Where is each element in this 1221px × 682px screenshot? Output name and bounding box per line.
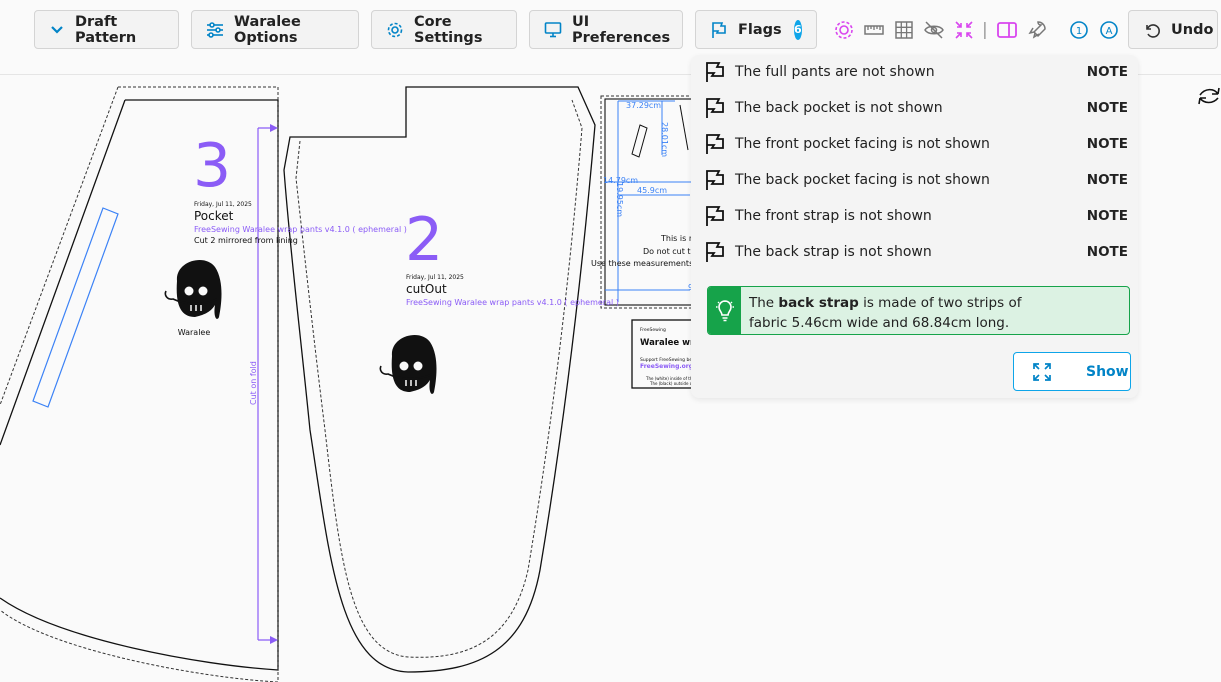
dimension-label: 19.95cm — [615, 182, 624, 217]
cutout-version: FreeSewing Waralee wrap pants v4.1.0 ( e… — [406, 298, 619, 307]
pocket-number: 3 — [193, 131, 231, 201]
dimension-label: 37.29cm — [626, 101, 661, 110]
eye-slash-icon[interactable] — [922, 18, 946, 42]
title-block-title: Waralee wra — [640, 338, 700, 348]
flag-text: The back pocket is not shown — [735, 100, 943, 116]
flag-icon — [706, 242, 724, 262]
toolbar: Draft Pattern Waralee Options Core Setti… — [0, 0, 1221, 75]
flag-icon — [706, 62, 724, 82]
cutout-name: cutOut — [406, 282, 447, 296]
monitor-icon — [544, 21, 562, 37]
draft-pattern-label: Draft Pattern — [75, 13, 137, 46]
pocket-date: Friday, Jul 11, 2025 — [194, 201, 252, 208]
dimension-label: 28.01cm — [660, 122, 669, 157]
title-block-note: The (white) inside of this — [645, 376, 696, 381]
pocket-version: FreeSewing Waralee wrap pants v4.1.0 ( e… — [194, 225, 407, 234]
rocket-icon[interactable] — [1025, 18, 1049, 42]
draft-pattern-button[interactable]: Draft Pattern — [34, 10, 179, 49]
cutout-date: Friday, Jul 11, 2025 — [406, 274, 464, 281]
show-button[interactable]: Show — [1013, 352, 1131, 391]
flag-type: NOTE — [1086, 172, 1128, 188]
tip-line1: is made of two strips of — [858, 295, 1022, 311]
tip-box: The back strap is made of two strips of … — [707, 286, 1130, 335]
flag-icon — [706, 170, 724, 190]
flag-icon — [712, 21, 726, 38]
svg-text:1: 1 — [1076, 26, 1082, 37]
title-block-support: Support FreeSewing becom — [640, 357, 702, 363]
piece-note: This is n — [660, 234, 694, 243]
core-settings-label: Core Settings — [414, 13, 483, 46]
ui-preferences-button[interactable]: UI Preferences — [529, 10, 683, 49]
svg-text:A: A — [1106, 26, 1113, 37]
title-block-brand: FreeSewing — [640, 327, 666, 333]
flag-row[interactable]: The back pocket facing is not shown NOTE — [703, 166, 1128, 194]
logo-skull-icon — [164, 259, 222, 319]
tip-bold: back strap — [778, 295, 859, 311]
piece-note: Use these measurements — [591, 259, 693, 268]
dimension-label: 45.9cm — [637, 186, 667, 195]
refresh-icon[interactable] — [1198, 87, 1220, 105]
pocket-piece — [0, 86, 279, 682]
expand-icon — [1033, 362, 1051, 381]
core-settings-button[interactable]: Core Settings — [371, 10, 517, 49]
flags-button[interactable]: Flags 6 — [695, 10, 817, 49]
sidebar-toggle-icon[interactable] — [995, 18, 1019, 42]
flag-row[interactable]: The full pants are not shown NOTE — [703, 58, 1128, 86]
tip-line2: fabric 5.46cm wide and 68.84cm long. — [749, 315, 1010, 331]
flag-text: The front strap is not shown — [735, 208, 932, 224]
grid-icon[interactable] — [892, 18, 916, 42]
flags-label: Flags — [738, 21, 782, 38]
flag-row[interactable]: The front pocket facing is not shown NOT… — [703, 130, 1128, 158]
piece-note: Do not cut th — [643, 247, 696, 256]
flag-type: NOTE — [1086, 100, 1128, 116]
logo-label: Waralee — [178, 328, 211, 337]
title-block-note: The (black) outside of t — [649, 381, 697, 386]
sliders-icon — [207, 21, 223, 38]
title-block-link: FreeSewing.org/p — [640, 363, 700, 370]
flag-text: The front pocket facing is not shown — [735, 136, 990, 152]
cut-on-fold-label: Cut on fold — [249, 361, 258, 405]
chevron-down-icon — [51, 25, 63, 34]
flag-row[interactable]: The back strap is not shown NOTE — [703, 238, 1128, 266]
flag-type: NOTE — [1086, 208, 1128, 224]
undo-label: Undo — [1171, 21, 1214, 38]
dimension-label: 14.79cm — [603, 176, 638, 185]
show-label: Show — [1086, 363, 1129, 380]
dimension-label: 9 — [688, 283, 693, 292]
pocket-name: Pocket — [194, 209, 234, 223]
flag-type: NOTE — [1086, 244, 1128, 260]
flag-icon — [706, 206, 724, 226]
flag-text: The back strap is not shown — [735, 244, 932, 260]
undo-button[interactable]: Undo — [1128, 10, 1218, 49]
flag-row[interactable]: The back pocket is not shown NOTE — [703, 94, 1128, 122]
flags-count-badge: 6 — [793, 19, 802, 40]
flag-icon — [706, 98, 724, 118]
flag-type: NOTE — [1086, 64, 1128, 80]
flag-type: NOTE — [1086, 136, 1128, 152]
ui-preferences-label: UI Preferences — [572, 13, 671, 46]
pattern-options-label: Waralee Options — [234, 13, 301, 46]
cutout-piece — [283, 86, 596, 673]
history-icon[interactable]: 1 — [1067, 18, 1091, 42]
pocket-cut-note: Cut 2 mirrored from lining — [194, 236, 298, 245]
flag-icon — [706, 134, 724, 154]
flag-text: The back pocket facing is not shown — [735, 172, 990, 188]
flag-text: The full pants are not shown — [735, 64, 935, 80]
cutout-number: 2 — [405, 205, 443, 275]
pattern-canvas[interactable]: 3 Friday, Jul 11, 2025 Pocket FreeSewing… — [0, 75, 1221, 682]
gear-icon — [387, 22, 403, 37]
pattern-options-button[interactable]: Waralee Options — [191, 10, 359, 49]
logo-skull-icon — [379, 334, 437, 394]
flags-panel: The full pants are not shown NOTE The ba… — [691, 55, 1138, 398]
flag-row[interactable]: The front strap is not shown NOTE — [703, 202, 1128, 230]
toolbar-separator: | — [982, 20, 988, 40]
collapse-icon[interactable] — [952, 18, 976, 42]
tip-prefix: The — [749, 295, 779, 311]
paperless-icon[interactable] — [832, 18, 856, 42]
undo-icon — [1146, 23, 1160, 38]
ruler-icon[interactable] — [862, 18, 886, 42]
tip-text: The back strap is made of two strips of … — [749, 293, 1109, 333]
lightbulb-icon — [708, 287, 741, 334]
auto-icon[interactable]: A — [1097, 18, 1121, 42]
